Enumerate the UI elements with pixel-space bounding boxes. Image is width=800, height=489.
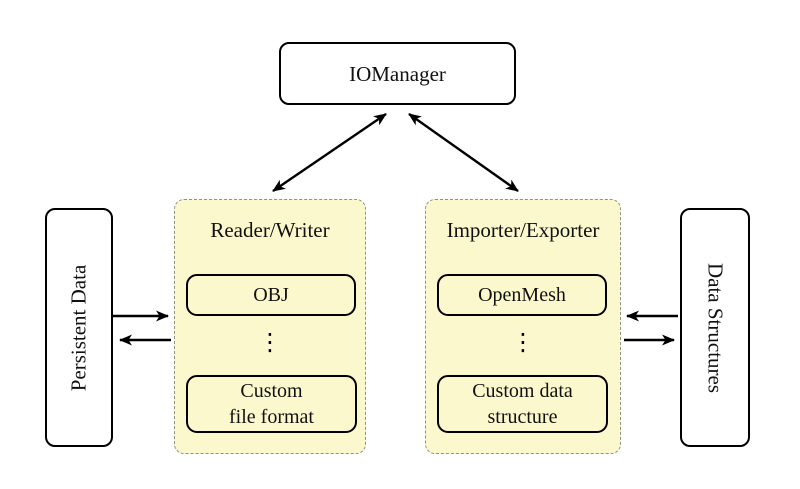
data-structures-node: Data Structures — [680, 208, 750, 447]
openmesh-node: OpenMesh — [437, 274, 607, 316]
arrow-iomanager-readerwriter — [272, 113, 387, 192]
reader-writer-title: Reader/Writer — [210, 218, 330, 242]
persistent-data-label: Persistent Data — [66, 264, 91, 391]
custom-data-structure-node: Custom data structure — [437, 375, 608, 433]
vertical-ellipsis-icon: ⋮ — [258, 328, 282, 356]
obj-label: OBJ — [253, 284, 289, 306]
custom-data-structure-label: Custom data structure — [472, 380, 573, 428]
arrow-iomanager-importerexporter — [408, 113, 519, 192]
custom-file-format-label: Custom file format — [229, 380, 314, 428]
data-structures-label: Data Structures — [703, 262, 728, 393]
custom-file-format-node: Custom file format — [186, 375, 357, 433]
iomanager-label: IOManager — [349, 61, 446, 86]
importer-exporter-title: Importer/Exporter — [446, 218, 600, 242]
obj-node: OBJ — [186, 274, 356, 316]
reader-writer-container: Reader/Writer OBJ ⋮ Custom file format — [174, 199, 366, 454]
iomanager-node: IOManager — [279, 42, 516, 105]
importer-exporter-container: Importer/Exporter OpenMesh ⋮ Custom data… — [425, 199, 621, 454]
vertical-ellipsis-icon: ⋮ — [511, 328, 535, 356]
persistent-data-node: Persistent Data — [45, 208, 113, 447]
openmesh-label: OpenMesh — [478, 284, 566, 306]
